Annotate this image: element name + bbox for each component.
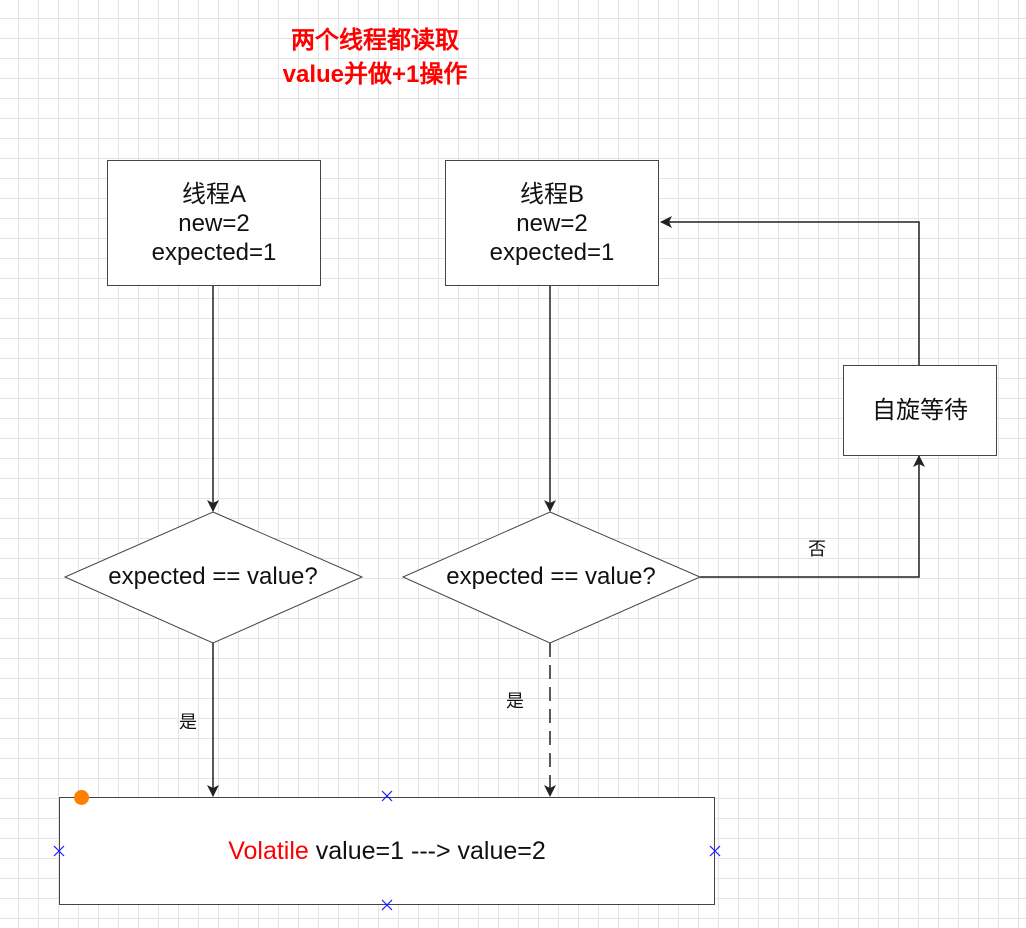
edge-decision-b-to-spin-wait bbox=[700, 455, 925, 578]
spin-wait-label: 自旋等待 bbox=[872, 397, 968, 424]
yes-label-a: 是 bbox=[179, 712, 197, 732]
thread-b-box[interactable]: 线程B new=2 expected=1 bbox=[445, 160, 659, 286]
yes-label-b: 是 bbox=[506, 691, 524, 711]
decision-b-shape[interactable] bbox=[401, 511, 702, 644]
thread-a-name: 线程A bbox=[181, 180, 246, 208]
thread-b-expected: expected=1 bbox=[489, 238, 615, 266]
decision-b-label: expected == value? bbox=[446, 563, 656, 590]
connection-point-right-icon[interactable] bbox=[708, 844, 722, 858]
thread-a-new: new=2 bbox=[178, 209, 250, 237]
volatile-value-text: value=1 ---> value=2 bbox=[308, 836, 546, 865]
no-label-b: 否 bbox=[808, 539, 826, 559]
decision-a-label: expected == value? bbox=[108, 563, 318, 590]
diagram-title: 两个线程都读取 value并做+1操作 bbox=[230, 24, 520, 92]
spin-wait-box[interactable]: 自旋等待 bbox=[843, 365, 997, 456]
title-line-2: value并做+1操作 bbox=[282, 61, 468, 88]
connection-point-bottom-icon[interactable] bbox=[380, 898, 394, 912]
connection-point-top-icon[interactable] bbox=[380, 789, 394, 803]
edge-spin-wait-to-thread-b bbox=[660, 216, 920, 365]
volatile-keyword: Volatile bbox=[228, 836, 309, 865]
decision-a-shape[interactable] bbox=[63, 511, 364, 644]
thread-b-name: 线程B bbox=[519, 180, 584, 208]
thread-a-expected: expected=1 bbox=[151, 238, 277, 266]
volatile-result-box[interactable]: Volatile value=1 ---> value=2 bbox=[59, 797, 715, 905]
thread-b-new: new=2 bbox=[516, 209, 588, 237]
connection-point-left-icon[interactable] bbox=[52, 844, 66, 858]
thread-a-box[interactable]: 线程A new=2 expected=1 bbox=[107, 160, 321, 286]
selection-handle-dot[interactable] bbox=[74, 790, 89, 805]
title-line-1: 两个线程都读取 bbox=[291, 27, 459, 54]
